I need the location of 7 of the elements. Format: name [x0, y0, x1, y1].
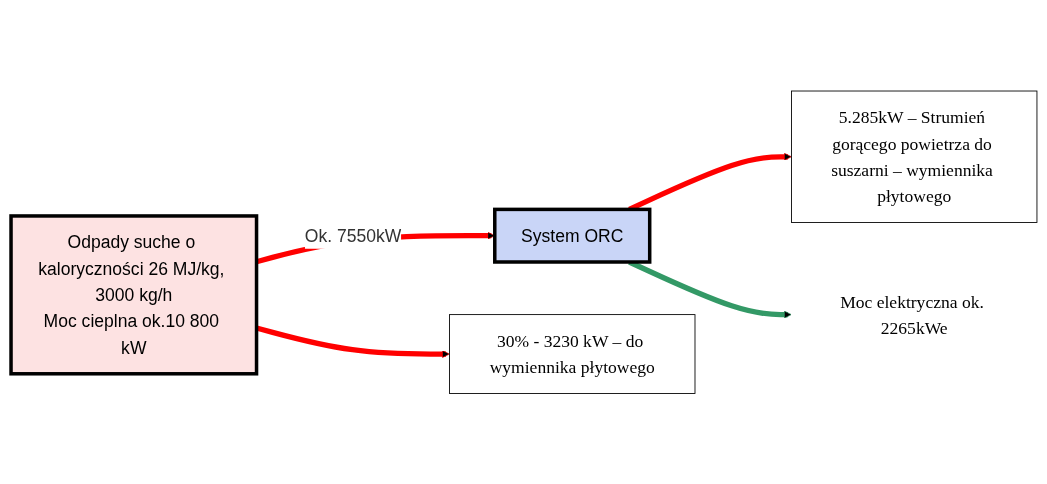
node-box: 30% - 3230 kW – do wymiennika płytowego: [448, 313, 695, 394]
edge-label: Ok. 7550kW: [304, 225, 401, 246]
node-text: Moc elektryczna ok. 2265kWe: [839, 291, 984, 338]
node-box: Odpady suche o kaloryczności 26 MJ/kg, 3000 kg/h Moc cieplna ok.10 800 kW: [8, 213, 258, 376]
arrow: [255, 325, 450, 358]
node-box: 5.285kW – Strumień gorącego powietrza do suszarni – wymiennika płytowego: [790, 90, 1037, 223]
node-box: System ORC: [492, 207, 651, 264]
